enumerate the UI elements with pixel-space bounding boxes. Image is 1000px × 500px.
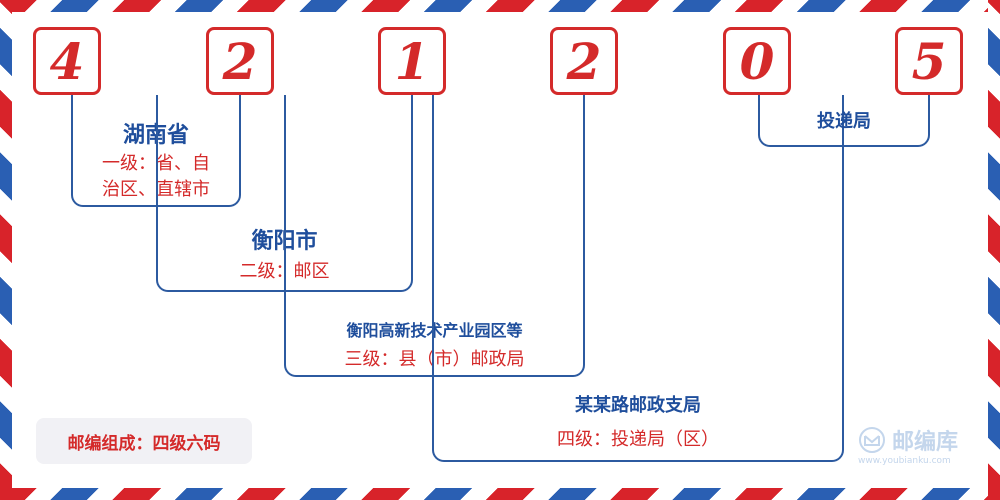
delivery-name: 投递局 [817, 111, 871, 132]
office-box: 某某路邮政支局 四级：投递局（区） [432, 95, 844, 462]
left-border-stripes [0, 0, 12, 500]
postcode-digit-2: 2 [206, 27, 274, 95]
right-border-stripes [988, 0, 1000, 500]
watermark-title: 邮编库 [892, 430, 959, 455]
province-name: 湖南省 [122, 122, 189, 148]
composition-legend: 邮编组成：四级六码 [36, 418, 252, 464]
delivery-box: 投递局 [758, 95, 930, 147]
postcode-digit-1: 4 [33, 27, 101, 95]
postcode-digit-3: 1 [378, 27, 446, 95]
bottom-border-stripes [0, 488, 1000, 500]
county-desc: 三级：县（市）邮政局 [344, 349, 525, 370]
postcode-digit-4: 2 [550, 27, 618, 95]
postcode-digit-5: 0 [723, 27, 791, 95]
county-name: 衡阳高新技术产业园区等 [346, 321, 523, 340]
postcode-digit-6: 5 [895, 27, 963, 95]
county-box: 衡阳高新技术产业园区等 三级：县（市）邮政局 [284, 95, 585, 377]
envelope-logo-icon [859, 427, 885, 453]
watermark-url: www.youbianku.com [858, 456, 951, 466]
office-name: 某某路邮政支局 [575, 395, 701, 416]
office-desc: 四级：投递局（区） [557, 429, 719, 450]
top-border-stripes [0, 0, 1000, 12]
